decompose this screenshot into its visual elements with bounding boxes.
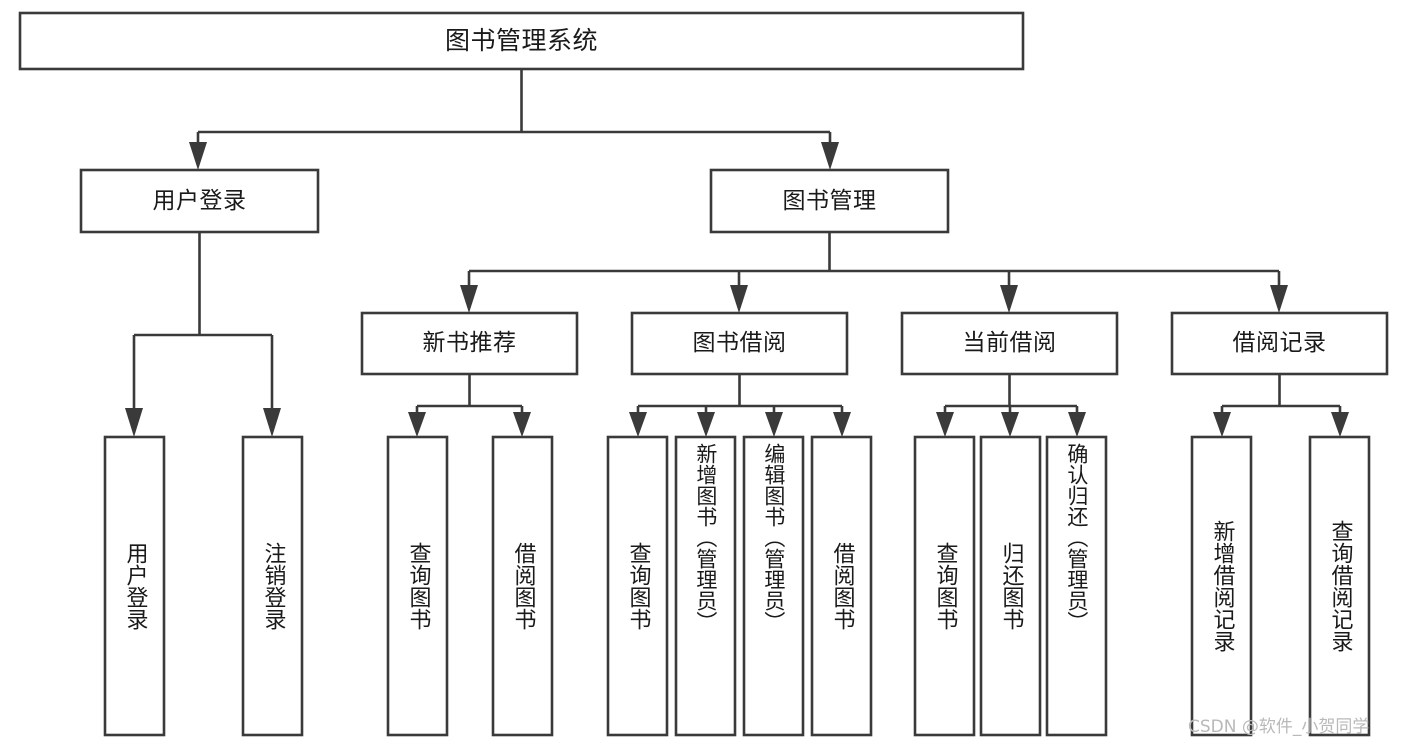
node-box-leaf-rec-query-book[interactable] [386, 435, 449, 737]
node-box-leaf-br-query-record[interactable] [1308, 435, 1371, 737]
arrowhead-leaf-rec-borrow-book [513, 412, 531, 437]
arrowhead-leaf-user-logout [263, 408, 281, 437]
node-box-user-login[interactable] [79, 168, 320, 234]
arrowhead-root-to-user-login [189, 142, 207, 170]
node-box-leaf-user-login[interactable] [103, 435, 166, 737]
arrowhead-new-book-rec [460, 285, 478, 313]
arrowhead-leaf-bb-add-book [697, 412, 715, 437]
arrowhead-root-to-book-manage [821, 142, 839, 170]
arrowhead-book-borrow [730, 285, 748, 313]
arrowhead-leaf-bb-borrow-book [833, 412, 851, 437]
arrowhead-leaf-user-login [125, 408, 143, 437]
node-box-leaf-bb-query-book[interactable] [606, 435, 669, 737]
arrowhead-leaf-cb-confirm-return [1068, 412, 1086, 437]
node-box-leaf-cb-query-book[interactable] [913, 435, 976, 737]
node-box-leaf-bb-edit-book[interactable] [742, 435, 805, 737]
arrowhead-leaf-br-add-record [1213, 412, 1231, 437]
arrowhead-leaf-bb-edit-book [765, 412, 783, 437]
node-box-book-borrow[interactable] [630, 311, 849, 376]
node-box-new-book-rec[interactable] [360, 311, 579, 376]
arrowhead-borrow-record [1270, 285, 1288, 313]
arrowhead-leaf-cb-query-book [936, 412, 954, 437]
node-box-leaf-bb-borrow-book[interactable] [810, 435, 873, 737]
arrowhead-current-borrow [1000, 285, 1018, 313]
arrowhead-leaf-br-query-record [1331, 412, 1349, 437]
node-box-leaf-user-logout[interactable] [241, 435, 304, 737]
node-box-borrow-record[interactable] [1170, 311, 1389, 376]
node-box-leaf-br-add-record[interactable] [1190, 435, 1253, 737]
node-box-book-manage[interactable] [709, 168, 950, 234]
node-box-current-borrow[interactable] [900, 311, 1119, 376]
node-box-leaf-cb-return-book[interactable] [979, 435, 1042, 737]
node-box-root[interactable] [18, 11, 1025, 71]
node-box-leaf-rec-borrow-book[interactable] [491, 435, 554, 737]
arrowhead-leaf-bb-query-book [629, 412, 647, 437]
node-box-leaf-bb-add-book[interactable] [674, 435, 737, 737]
node-box-leaf-cb-confirm-return[interactable] [1045, 435, 1108, 737]
arrowhead-leaf-rec-query-book [408, 412, 426, 437]
arrowhead-leaf-cb-return-book [1001, 412, 1019, 437]
